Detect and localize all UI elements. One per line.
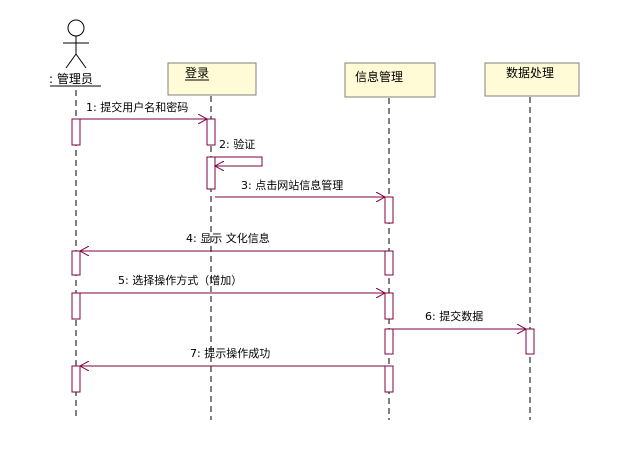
activation-actor-4 <box>71 365 81 393</box>
activation-actor-2 <box>71 250 81 276</box>
participant-label-data-proc: 数据处理 <box>506 66 555 80</box>
activation-info-5 <box>384 365 394 393</box>
activation-login-2 <box>206 156 216 190</box>
message-label-2: 2: 验证 <box>219 138 256 151</box>
message-label-6: 6: 提交数据 <box>425 310 484 323</box>
message-label-3: 3: 点击网站信息管理 <box>241 179 344 192</box>
activation-actor-3 <box>71 292 81 320</box>
activation-actor-1 <box>71 118 81 146</box>
stick-figure-icon <box>63 19 89 69</box>
message-label-7: 7: 提示操作成功 <box>190 347 271 360</box>
activation-info-3 <box>384 292 394 320</box>
participant-box-data-proc <box>484 62 580 97</box>
activation-data-proc-1 <box>525 328 535 355</box>
participant-label-info-mgmt: 信息管理 <box>355 70 404 84</box>
activation-info-1 <box>384 196 394 224</box>
message-label-5: 5: 选择操作方式（增加） <box>118 274 243 287</box>
participant-label-login: 登录 <box>185 66 210 80</box>
activation-login-1 <box>206 118 216 146</box>
participant-box-info-mgmt <box>344 62 436 98</box>
message-label-4: 4: 显示 文化信息 <box>186 232 270 245</box>
activation-info-4 <box>384 328 394 355</box>
participant-box-login <box>167 62 257 96</box>
message-label-1: 1: 提交用户名和密码 <box>86 101 189 114</box>
actor-label: : 管理员 <box>49 72 93 86</box>
activation-info-2 <box>384 250 394 276</box>
message-arrow-2 <box>215 156 263 166</box>
